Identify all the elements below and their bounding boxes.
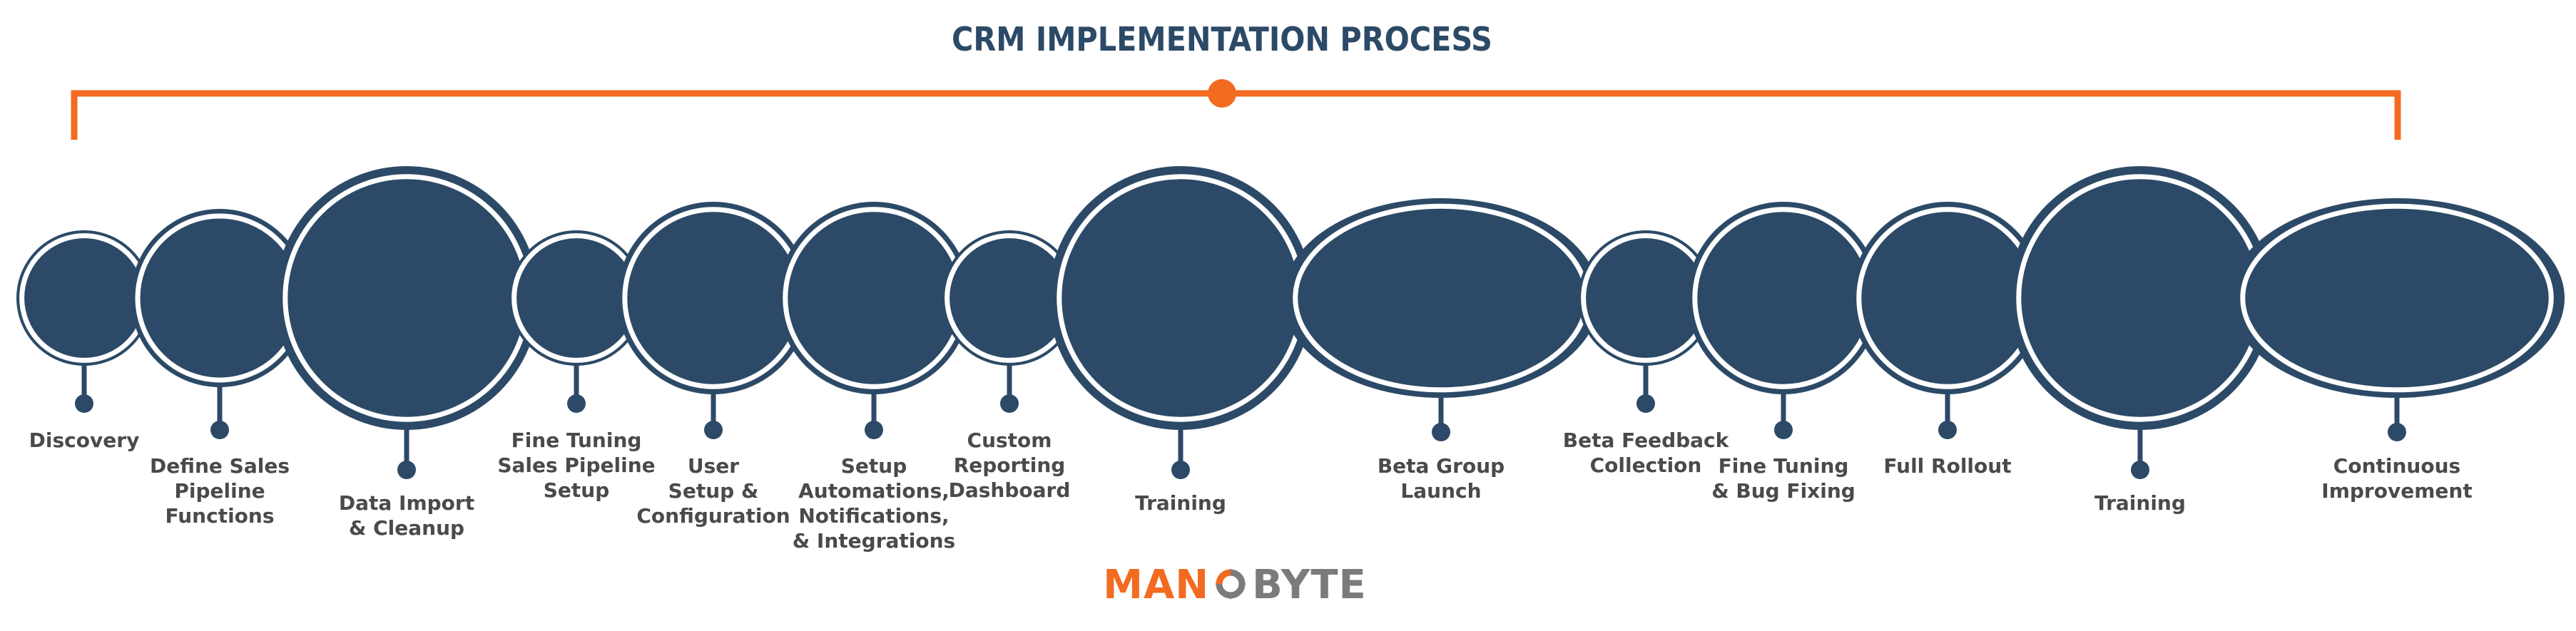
step-node-13 xyxy=(2008,166,2272,430)
gear-icon xyxy=(1215,568,1247,600)
step-dot-8 xyxy=(1171,461,1190,479)
bracket-center-dot xyxy=(1208,79,1236,108)
manobyte-logo: MAN BYTE xyxy=(0,562,2470,608)
step-node-3 xyxy=(275,166,539,430)
page-title: CRM IMPLEMENTATION PROCESS xyxy=(952,20,1492,58)
step-label-13: Training xyxy=(2094,491,2186,515)
step-label-7: Custom Reporting Dashboard xyxy=(948,429,1071,502)
step-node-9 xyxy=(1283,198,1599,398)
step-label-3: Data Import & Cleanup xyxy=(338,491,475,540)
step-node-2 xyxy=(131,209,309,387)
step-label-12: Full Rollout xyxy=(1883,454,2012,478)
step-dot-4 xyxy=(567,394,586,413)
step-dot-11 xyxy=(1774,421,1793,439)
step-node-4 xyxy=(509,230,644,366)
step-node-5 xyxy=(617,202,810,394)
step-dot-2 xyxy=(210,421,229,439)
step-node-6 xyxy=(778,202,970,394)
step-dot-12 xyxy=(1938,421,1957,439)
step-dot-6 xyxy=(865,421,883,439)
step-dot-10 xyxy=(1636,394,1655,413)
step-node-12 xyxy=(1851,202,2044,394)
step-node-7 xyxy=(942,230,1077,366)
step-label-11: Fine Tuning & Bug Fixing xyxy=(1711,454,1855,503)
step-label-10: Beta Feedback Collection xyxy=(1562,429,1729,477)
step-node-ring-14 xyxy=(2240,203,2554,393)
step-label-1: Discovery xyxy=(29,429,140,452)
step-node-10 xyxy=(1578,230,1714,366)
step-node-8 xyxy=(1049,166,1313,430)
step-dot-1 xyxy=(75,394,93,413)
step-node-11 xyxy=(1687,202,1880,394)
step-dot-9 xyxy=(1432,423,1450,441)
step-label-2: Define Sales Pipeline Functions xyxy=(150,454,290,528)
logo-text-byte: BYTE xyxy=(1252,562,1367,608)
step-node-14 xyxy=(2229,198,2565,398)
timeline-bracket xyxy=(71,90,2401,140)
step-label-9: Beta Group Launch xyxy=(1377,454,1505,503)
step-dot-13 xyxy=(2131,461,2149,479)
step-label-6: Setup Automations, Notifications, & Inte… xyxy=(792,454,956,553)
step-dot-5 xyxy=(704,421,723,439)
step-label-4: Fine Tuning Sales Pipeline Setup xyxy=(497,429,656,502)
step-dot-7 xyxy=(1000,394,1019,413)
step-label-5: User Setup & Configuration xyxy=(636,454,790,528)
step-dot-3 xyxy=(397,461,416,479)
step-label-14: Continuous Improvement xyxy=(2321,454,2473,503)
step-label-8: Training xyxy=(1135,491,1226,515)
step-dot-14 xyxy=(2388,423,2406,441)
step-node-1 xyxy=(16,230,152,366)
logo-text-man: MAN xyxy=(1103,562,1210,608)
